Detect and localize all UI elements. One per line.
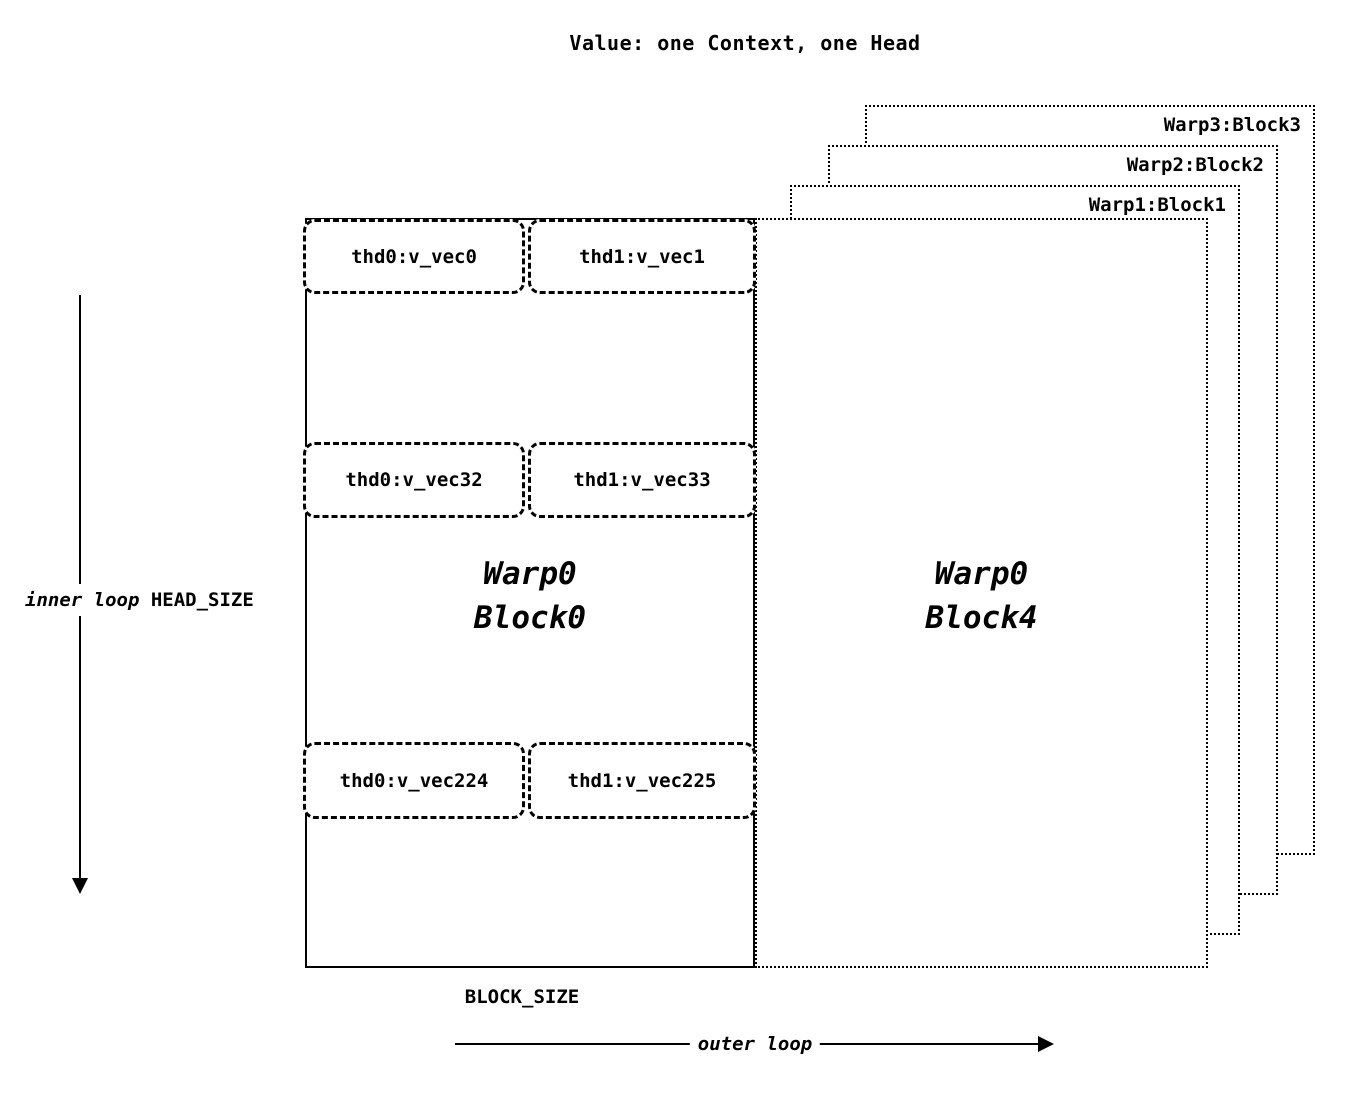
thread-cell: thd0:v_vec0 xyxy=(303,219,525,294)
diagram-title: Value: one Context, one Head xyxy=(569,31,921,55)
thread-cell-label: thd1:v_vec1 xyxy=(579,245,705,268)
thread-cell-label: thd0:v_vec224 xyxy=(339,769,489,792)
thread-cell: thd1:v_vec1 xyxy=(528,219,756,294)
front-block-warp0-block4: Warp0 Block4 xyxy=(755,218,1208,968)
front-block-block-label: Block4 xyxy=(925,600,1038,636)
front-block-title: Warp0 Block4 xyxy=(926,552,1038,640)
main-block-title: Warp0 Block0 xyxy=(474,552,586,640)
thread-cell-label: thd0:v_vec32 xyxy=(345,469,483,491)
inner-loop-label: inner loop HEAD_SIZE xyxy=(25,584,258,616)
thread-cell-label: thd0:v_vec0 xyxy=(351,245,477,268)
block-size-label: BLOCK_SIZE xyxy=(464,986,580,1008)
main-block-block-label: Block0 xyxy=(474,600,586,636)
arrowhead-right-icon xyxy=(1038,1036,1054,1052)
stacked-block-label: Warp2:Block2 xyxy=(1126,154,1264,176)
arrowhead-down-icon xyxy=(72,878,88,894)
stacked-block-label: Warp1:Block1 xyxy=(1088,194,1226,216)
main-block-warp0-block0: Warp0 Block0 xyxy=(305,218,755,968)
thread-cell: thd1:v_vec225 xyxy=(528,742,756,819)
thread-cell: thd0:v_vec224 xyxy=(303,742,525,819)
thread-cell-label: thd1:v_vec225 xyxy=(567,769,717,792)
thread-cell-label: thd1:v_vec33 xyxy=(573,469,711,491)
inner-loop-text: inner loop xyxy=(25,589,140,611)
thread-cell: thd1:v_vec33 xyxy=(528,442,756,518)
thread-cell: thd0:v_vec32 xyxy=(303,442,525,518)
outer-loop-label: outer loop xyxy=(689,1033,821,1055)
stacked-block-label: Warp3:Block3 xyxy=(1163,114,1301,136)
front-block-warp-label: Warp0 xyxy=(934,556,1029,592)
main-block-warp-label: Warp0 xyxy=(483,556,577,592)
head-size-label: HEAD_SIZE xyxy=(150,589,254,611)
